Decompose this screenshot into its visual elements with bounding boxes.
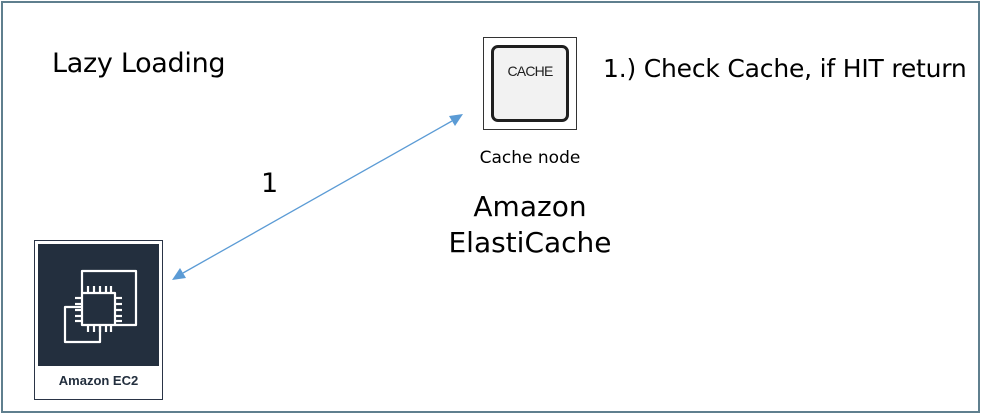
cache-node-caption: Cache node [479,148,581,168]
arrow-head-cache [449,114,463,126]
diagram-title: Lazy Loading [52,48,226,79]
cache-icon-inner: CACHE [491,45,569,122]
elasticache-line-1: Amazon [473,190,587,223]
ec2-label: Amazon EC2 [58,373,139,388]
ec2-icon-background [38,244,159,366]
elasticache-service-label: Amazon ElastiCache [420,189,640,261]
cache-node-icon: CACHE [483,37,577,130]
arrow-step-number: 1 [261,168,279,199]
arrow-head-ec2 [172,268,186,280]
cache-icon-text: CACHE [507,63,553,79]
ec2-chip-icon [63,269,138,344]
step-description: 1.) Check Cache, if HIT return [603,54,967,83]
ec2-node: Amazon EC2 [34,240,163,400]
elasticache-line-2: ElastiCache [448,226,612,259]
arrow-line [182,120,453,274]
